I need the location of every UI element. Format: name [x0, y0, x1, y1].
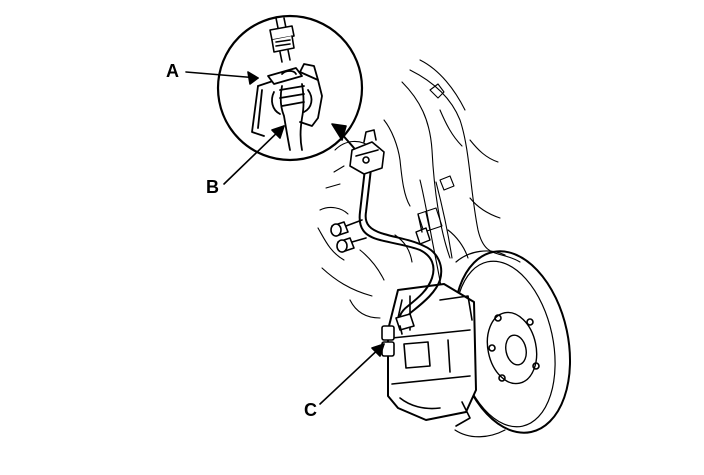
brake-hose — [360, 160, 442, 328]
detail-inset — [218, 16, 362, 160]
brake-caliper — [382, 284, 476, 426]
mounting-bolts — [331, 220, 366, 252]
hose-bracket — [350, 130, 384, 174]
callout-label-c: C — [304, 400, 317, 420]
callout-leaders — [186, 72, 384, 404]
caliper-banjo-fitting — [396, 314, 414, 334]
suspension-background — [318, 60, 520, 320]
inset-hose — [272, 84, 311, 150]
line-fitting — [270, 18, 294, 62]
callout-label-a: A — [166, 61, 179, 81]
inset-bracket — [252, 64, 322, 136]
callout-label-b: B — [206, 177, 219, 197]
